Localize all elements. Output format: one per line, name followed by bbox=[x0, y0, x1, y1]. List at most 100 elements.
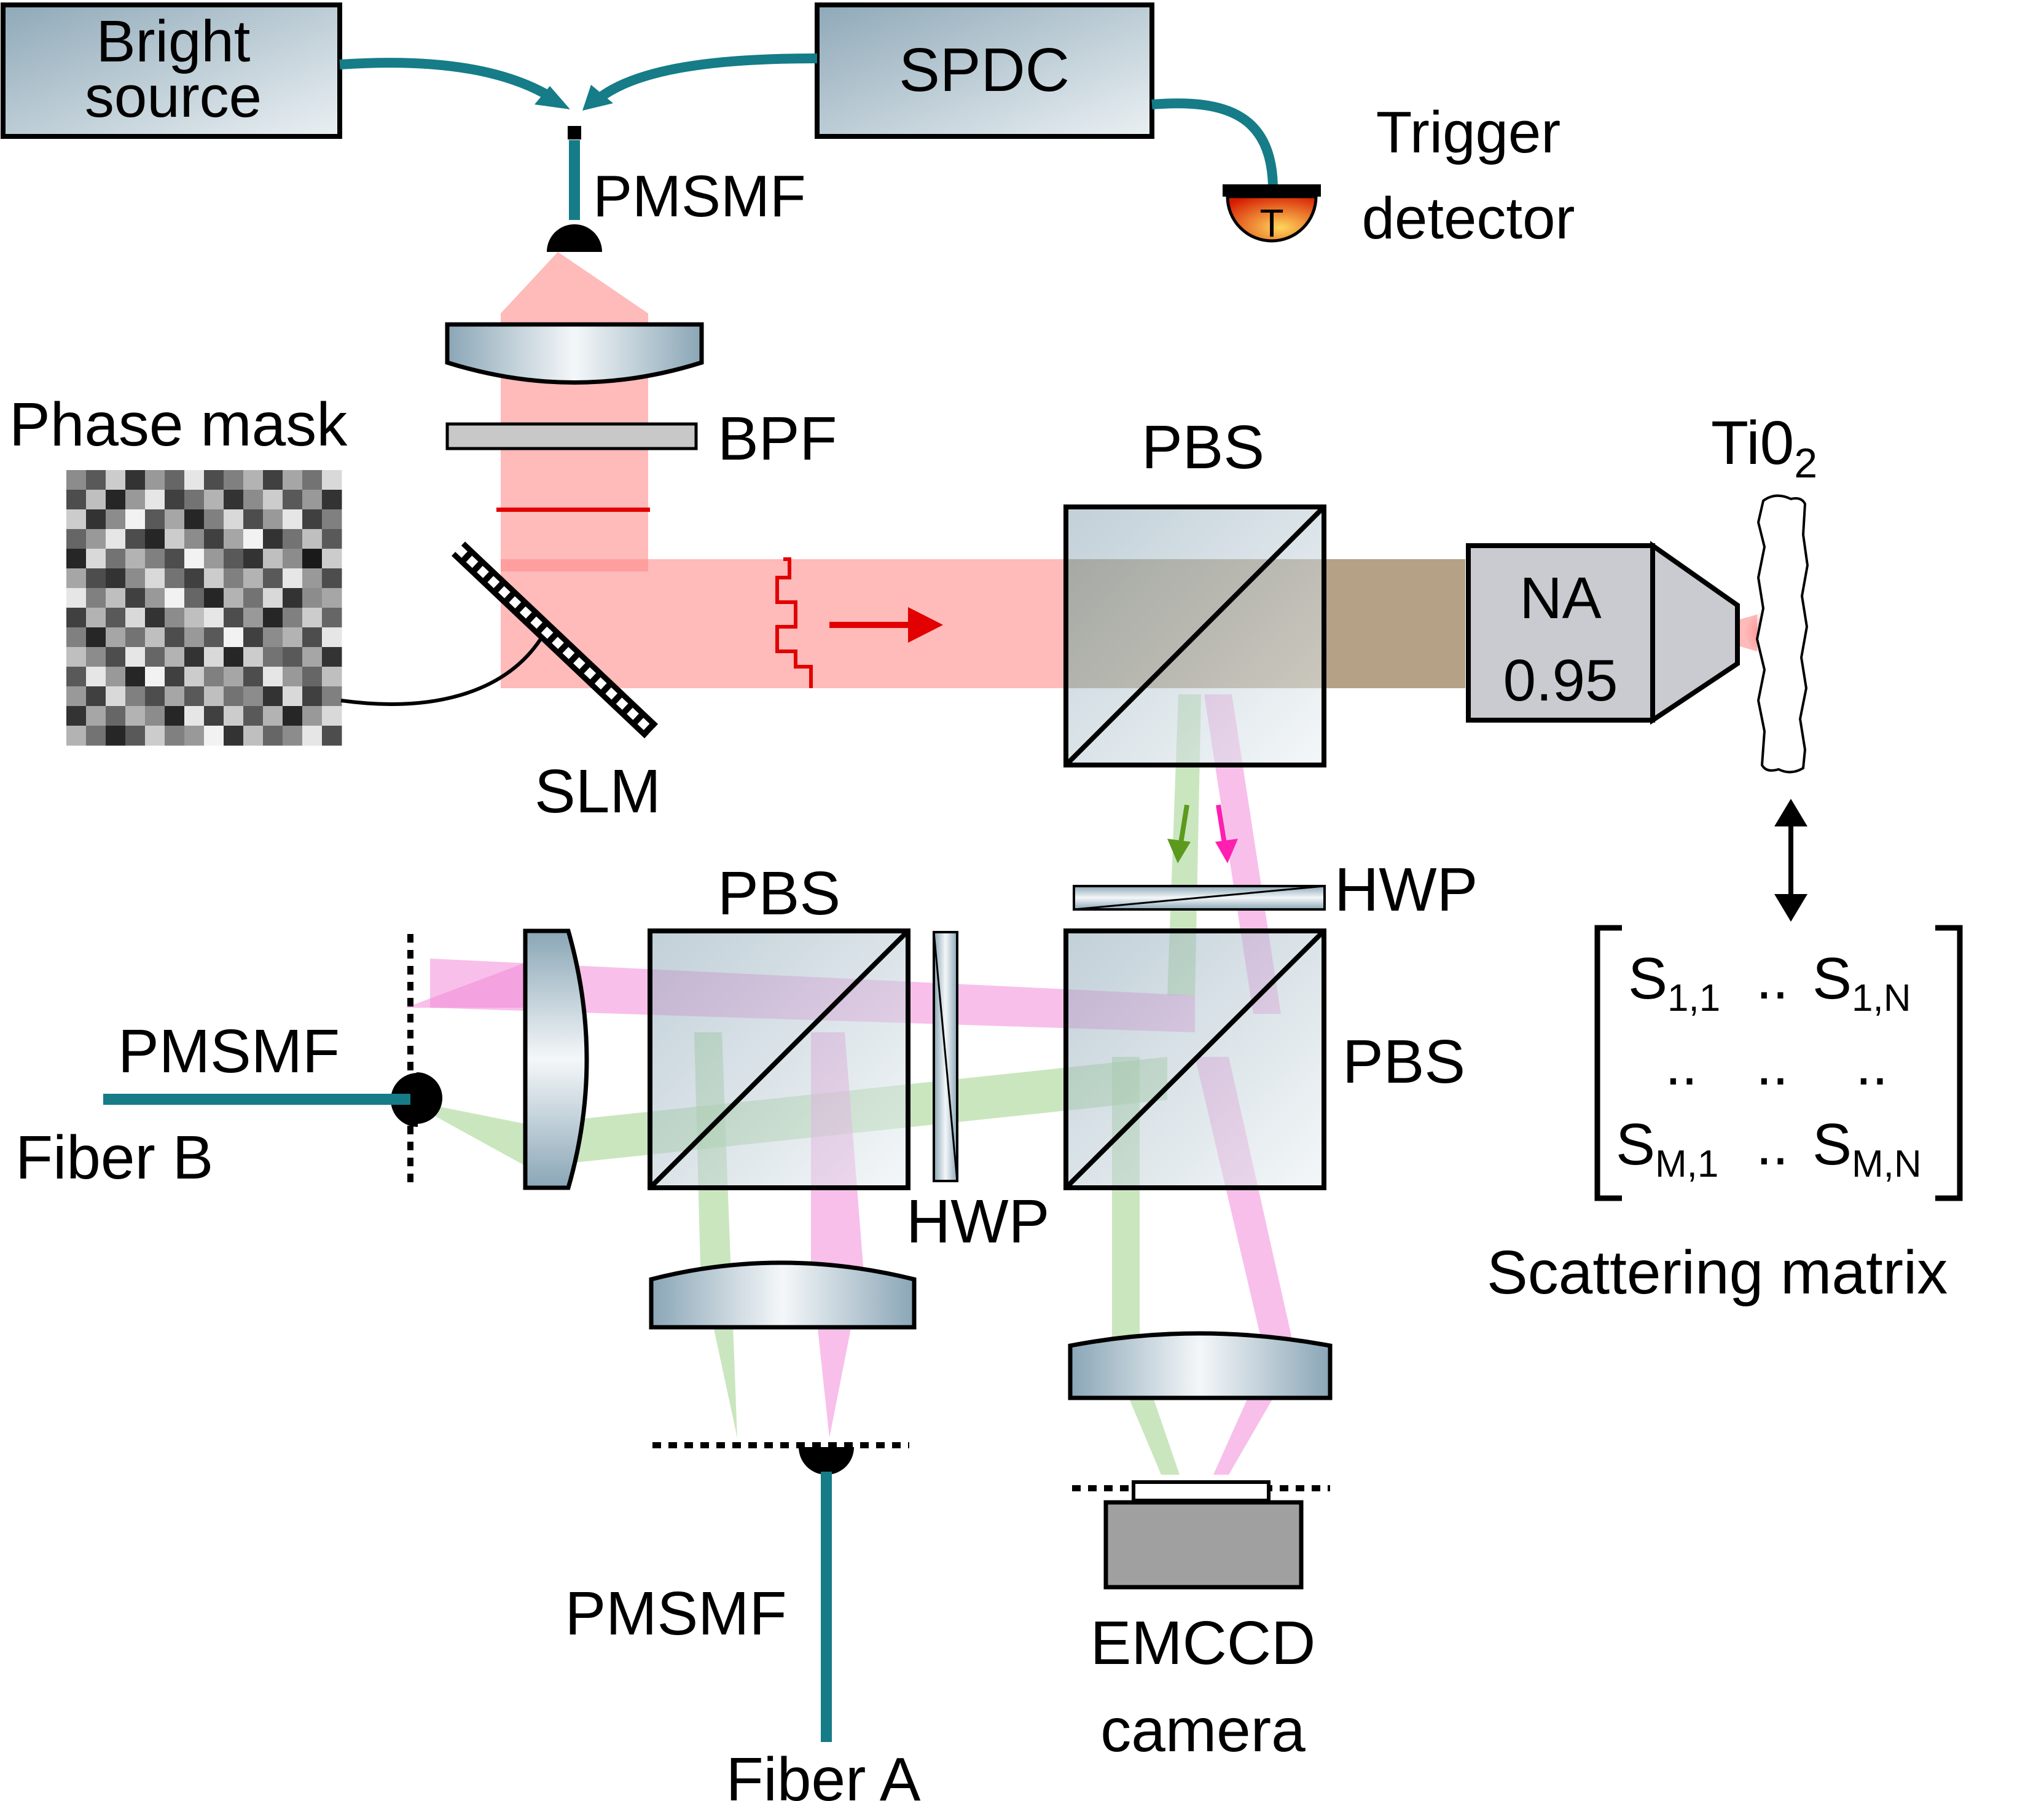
fiber-b-coupler bbox=[417, 1072, 442, 1124]
green-pol-arrowhead bbox=[1167, 839, 1191, 863]
red-beam-vertical bbox=[501, 252, 648, 571]
emccd-label-1: EMCCD bbox=[1091, 1609, 1316, 1677]
phase-mask-pixel bbox=[165, 726, 185, 746]
fiber-b-label: Fiber B bbox=[15, 1123, 213, 1192]
phase-mask-pixel bbox=[184, 726, 205, 746]
phase-mask-pixel bbox=[302, 470, 323, 490]
phase-mask-pixel bbox=[204, 490, 224, 510]
phase-mask-pixel bbox=[283, 529, 303, 549]
phase-mask-pixel bbox=[184, 647, 205, 667]
phase-mask-pixel bbox=[86, 549, 106, 569]
phase-mask-pixel bbox=[204, 706, 224, 726]
phase-mask-pixel bbox=[263, 470, 283, 490]
phase-mask-pixel bbox=[165, 647, 185, 667]
phase-mask-pixel bbox=[125, 529, 146, 549]
phase-mask-pixel bbox=[302, 706, 323, 726]
phase-mask-pixel bbox=[106, 568, 126, 589]
phase-mask-pixel bbox=[224, 647, 244, 667]
trigger-detector-body bbox=[1226, 195, 1318, 243]
lens-camera bbox=[1068, 1331, 1333, 1400]
phase-mask-pixel bbox=[224, 549, 244, 569]
bright-source-box bbox=[1, 2, 342, 139]
matrix-row2-dots-3: .. bbox=[1855, 1032, 1888, 1097]
phase-mask-pixel bbox=[86, 608, 106, 628]
phase-mask-pixel bbox=[106, 549, 126, 569]
phase-mask-pixel bbox=[145, 509, 165, 530]
phase-mask-pixel bbox=[86, 470, 106, 490]
matrix-sm1: SM,1 bbox=[1616, 1112, 1718, 1185]
phase-mask-pixel bbox=[204, 470, 224, 490]
pmsmf-top-label: PMSMF bbox=[593, 163, 806, 229]
phase-mask-pixel bbox=[106, 608, 126, 628]
phase-mask-pixel bbox=[204, 549, 224, 569]
phase-mask-pixel bbox=[283, 647, 303, 667]
phase-mask-pixel bbox=[322, 706, 342, 726]
phase-mask-pixel bbox=[243, 470, 264, 490]
phase-mask-pixel bbox=[184, 608, 205, 628]
phase-mask-pixel bbox=[86, 686, 106, 707]
phase-mask-pixel bbox=[224, 706, 244, 726]
trigger-detector-label-2: detector bbox=[1362, 186, 1575, 251]
phase-mask-pixel bbox=[224, 509, 244, 530]
phase-mask-pixel bbox=[243, 490, 264, 510]
phase-mask-pixel bbox=[302, 568, 323, 589]
phase-mask-pixel bbox=[322, 529, 342, 549]
phase-mask-pixel bbox=[165, 470, 185, 490]
fiber-a-cable bbox=[821, 1472, 832, 1742]
hwp-middle-plate bbox=[933, 931, 958, 1182]
phase-mask-pixel bbox=[125, 686, 146, 707]
phase-mask-pixel bbox=[184, 470, 205, 490]
phase-mask-pixel bbox=[224, 627, 244, 648]
link-arrow-up bbox=[1774, 799, 1807, 826]
phase-mask-pixel bbox=[283, 549, 303, 569]
phase-mask-pixel bbox=[165, 686, 185, 707]
phase-mask-pixel bbox=[322, 726, 342, 746]
emccd-camera-body bbox=[1103, 1500, 1304, 1590]
lens-fiber-a bbox=[649, 1260, 917, 1330]
phase-mask-pixel bbox=[322, 549, 342, 569]
pmsmf-fiber-a-label: PMSMF bbox=[565, 1579, 786, 1648]
camera-sensor bbox=[1132, 1480, 1271, 1502]
phase-mask-pixel bbox=[204, 627, 224, 648]
phase-mask-pixel bbox=[184, 490, 205, 510]
phase-mask-pixel bbox=[263, 686, 283, 707]
phase-mask-pixel bbox=[145, 627, 165, 648]
phase-mask-pixel bbox=[224, 568, 244, 589]
phase-mask-pixel bbox=[125, 647, 146, 667]
phase-mask-pixel bbox=[145, 706, 165, 726]
phase-mask-pixel bbox=[243, 706, 264, 726]
phase-mask-pixel bbox=[302, 588, 323, 608]
phase-mask-pixel bbox=[165, 549, 185, 569]
phase-mask-pixel bbox=[184, 568, 205, 589]
phase-mask-pixel bbox=[224, 686, 244, 707]
phase-mask-pixel bbox=[322, 647, 342, 667]
phase-mask-pixel bbox=[145, 608, 165, 628]
phase-mask-pixel bbox=[263, 549, 283, 569]
phase-mask-pixel bbox=[224, 608, 244, 628]
phase-mask-pixel bbox=[145, 686, 165, 707]
phase-mask-pixel bbox=[263, 568, 283, 589]
phase-mask-pixel bbox=[165, 706, 185, 726]
phase-mask-pixel bbox=[125, 509, 146, 530]
wavefront-marker bbox=[496, 508, 650, 512]
phase-mask-pixel bbox=[302, 529, 323, 549]
phase-mask-pixel bbox=[66, 647, 87, 667]
phase-mask-pixel bbox=[224, 490, 244, 510]
phase-mask-pixel bbox=[224, 588, 244, 608]
phase-mask-pixel bbox=[145, 726, 165, 746]
phase-mask-pixel bbox=[66, 588, 87, 608]
pink-pol-arrowhead bbox=[1215, 839, 1238, 863]
spdc-box bbox=[815, 2, 1154, 139]
phase-mask-pixel bbox=[66, 627, 87, 648]
trigger-detector-label-1: Trigger bbox=[1376, 100, 1561, 165]
phase-mask-pixel bbox=[125, 608, 146, 628]
objective-na-label: NA bbox=[1519, 565, 1601, 631]
phase-mask-pixel bbox=[125, 470, 146, 490]
emccd-label-2: camera bbox=[1100, 1696, 1306, 1765]
phase-mask-pixel bbox=[283, 706, 303, 726]
phase-mask-pixel bbox=[86, 568, 106, 589]
phase-mask-pixel bbox=[224, 470, 244, 490]
phase-mask-pixel bbox=[125, 706, 146, 726]
phase-mask-pixel bbox=[204, 686, 224, 707]
